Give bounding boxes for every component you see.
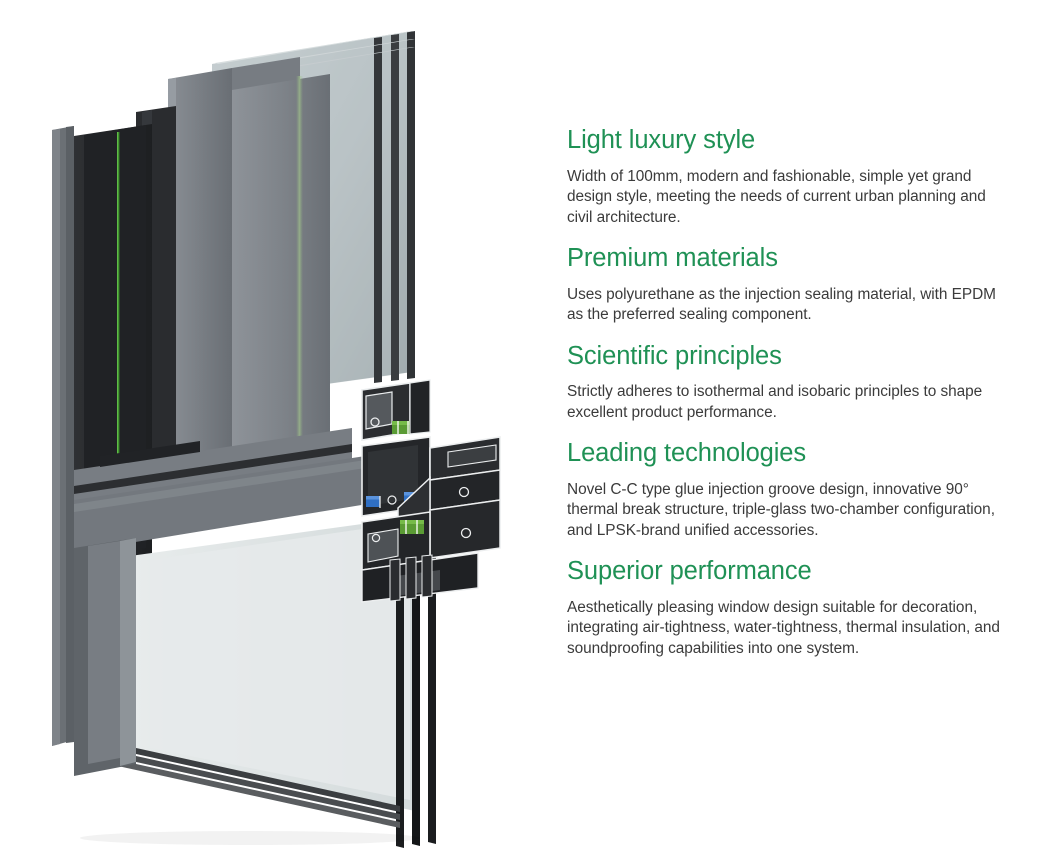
feature-title: Superior performance: [567, 557, 812, 586]
window-profile-illustration: [52, 31, 501, 848]
feature-block-light-luxury-style: Light luxury style Width of 100mm, moder…: [567, 126, 1019, 228]
thermal-break-strip: [392, 421, 414, 434]
product-image-pane: [52, 31, 501, 848]
upper-sash-profile: [168, 57, 330, 480]
thermal-break-strip-lower: [400, 520, 424, 534]
feature-description: Strictly adheres to isothermal and isoba…: [567, 383, 983, 421]
feature-description: Uses polyurethane as the injection seali…: [567, 285, 996, 324]
feature-block-scientific-principles: Scientific principles Strictly adheres t…: [567, 342, 1019, 424]
frame-left-edge: [52, 126, 74, 746]
cross-section-upper-sash: [361, 379, 431, 441]
lower-glass-unit: [118, 516, 436, 848]
feature-description: Aesthetically pleasing window design sui…: [567, 598, 1000, 657]
feature-title: Light luxury style: [567, 126, 756, 154]
features-list: Light luxury style Width of 100mm, moder…: [545, 0, 1059, 865]
feature-title: Scientific principles: [567, 341, 782, 370]
feature-title: Leading technologies: [567, 439, 807, 468]
transom-band: [74, 428, 392, 552]
feature-block-premium-materials: Premium materials Uses polyurethane as t…: [567, 244, 1019, 326]
outer-frame-dark-body: [74, 124, 152, 568]
thermal-break-line: [117, 132, 120, 552]
feature-block-leading-technologies: Leading technologies Novel C-C type glue…: [567, 439, 1019, 541]
glazing-bead-detail: [389, 554, 433, 602]
feature-title: Premium materials: [567, 244, 778, 273]
window-profile-render: [52, 31, 501, 848]
feature-block-superior-performance: Superior performance Aesthetically pleas…: [567, 557, 1019, 659]
feature-description: Novel C-C type glue injection groove des…: [567, 480, 995, 539]
feature-description: Width of 100mm, modern and fashionable, …: [567, 167, 986, 226]
lower-frame-left: [74, 538, 136, 776]
